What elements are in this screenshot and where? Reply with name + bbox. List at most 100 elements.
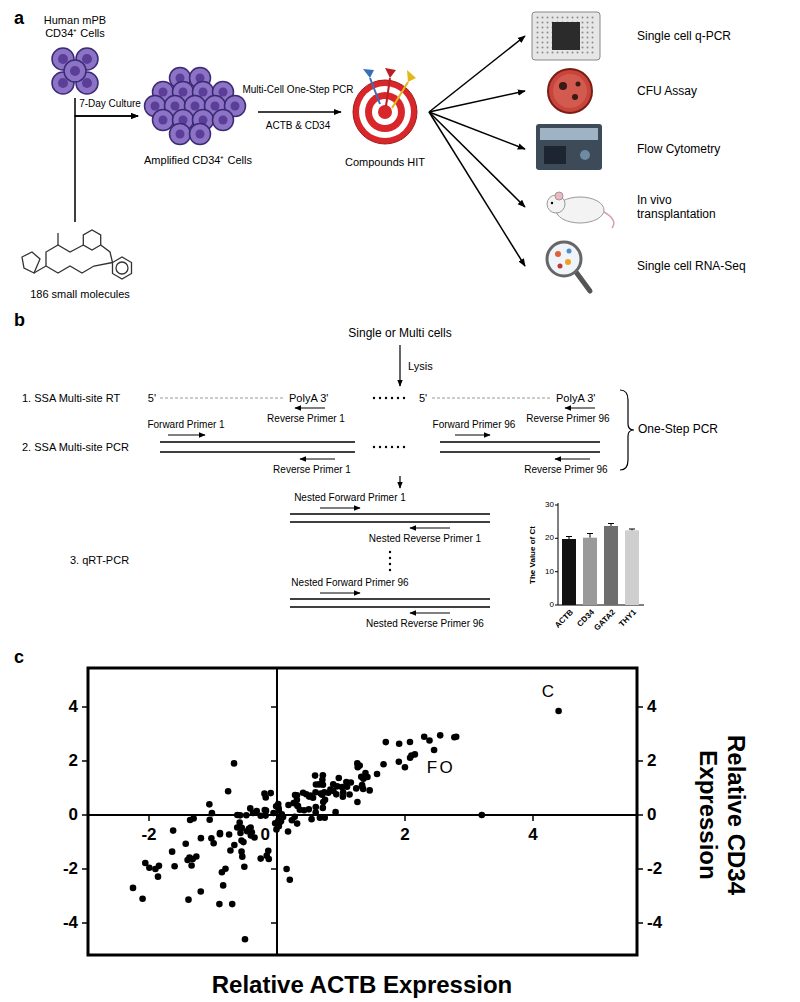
target-icon (363, 69, 374, 78)
category-label: GATA2 (592, 608, 617, 633)
ct-bar-chart (608, 523, 614, 524)
data-point (184, 857, 191, 864)
data-point (208, 835, 215, 842)
amplified-cells (176, 130, 185, 139)
data-point (222, 865, 229, 872)
mouse-icon (555, 192, 563, 200)
data-point (285, 828, 292, 835)
data-point (263, 852, 270, 859)
amplified-cells (159, 88, 168, 97)
flow-arrow (429, 112, 525, 207)
data-point (358, 773, 365, 780)
amplified-cells (211, 102, 220, 111)
primer-label: Reverse Primer 1 (267, 413, 345, 425)
scatter-frame (637, 760, 643, 762)
amplified-cells (219, 116, 228, 125)
protocol-scheme (373, 446, 405, 448)
protocol-scheme (389, 551, 391, 571)
data-point (346, 791, 353, 798)
scatter-frame (271, 868, 277, 870)
data-point (243, 812, 250, 819)
mouse-icon (547, 192, 614, 228)
tick-label: 0 (647, 805, 656, 825)
data-point (335, 775, 342, 782)
tick-label: 20 (545, 534, 554, 543)
data-point (209, 810, 216, 817)
data-point (262, 794, 269, 801)
protocol-scheme (320, 508, 360, 509)
target-icon (378, 105, 392, 119)
target-icon (407, 70, 416, 82)
amplified-cells (191, 102, 200, 111)
protocol-scheme (290, 606, 490, 608)
data-point (287, 877, 294, 884)
protocol-scheme (391, 446, 393, 448)
data-point (321, 789, 328, 796)
data-point (312, 809, 319, 816)
data-point (156, 863, 163, 870)
stem-cells (64, 60, 86, 82)
data-point (241, 863, 248, 870)
assay-item: In vivo transplantation (525, 182, 745, 232)
tick-label: -2 (63, 859, 78, 879)
amplified-cells (171, 102, 180, 111)
data-point (130, 885, 137, 892)
data-point (278, 818, 285, 825)
protocol-scheme (410, 528, 450, 529)
data-point (142, 860, 149, 867)
category-label: ACTB (553, 608, 575, 630)
amplified-cells (145, 68, 246, 145)
scatter-frame (637, 706, 643, 708)
primer-label: Nested Reverse Primer 96 (366, 618, 484, 630)
petri-dish-icon (559, 82, 567, 90)
flow-arrow (429, 91, 525, 112)
target-icon (370, 78, 380, 104)
protocol-scheme (379, 446, 381, 448)
tick-label: 0 (550, 600, 554, 609)
protocol-scheme (379, 397, 381, 399)
ct-bar-chart (583, 538, 597, 605)
data-point (238, 848, 245, 855)
axis-title: The Value of Ct (528, 526, 537, 584)
amplified-cells (151, 102, 160, 111)
molecule-structure (83, 230, 100, 250)
magnifier-icon (547, 242, 581, 276)
primer-label: Nested Forward Primer 96 (291, 577, 408, 589)
flow-cytometer-icon (536, 124, 602, 170)
magnifier-icon (558, 264, 563, 269)
data-point (188, 862, 195, 869)
step-note: Lysis (408, 360, 433, 373)
data-point (273, 803, 280, 810)
cell-group: Amplified CD34⁺ Cells (138, 62, 258, 170)
ct-bar-chart (566, 524, 635, 540)
data-point (242, 936, 249, 943)
ct-bar-chart (558, 503, 559, 605)
data-point (244, 828, 251, 835)
cell-group: Human mPB CD34⁺ Cells (25, 12, 125, 98)
protocol-scheme (290, 513, 490, 515)
data-point (396, 758, 403, 765)
tick-label: -4 (63, 913, 78, 933)
molecule-structure (116, 262, 128, 274)
data-point (354, 799, 361, 806)
strand-end: 5' (148, 392, 156, 405)
data-point (383, 739, 390, 746)
protocol-scheme (399, 345, 400, 386)
data-point (267, 790, 274, 797)
data-point (555, 708, 562, 715)
protocol-scheme (300, 459, 335, 460)
protocol-scheme (373, 397, 405, 399)
magnifier-icon (565, 259, 571, 265)
mouse-icon (604, 212, 614, 228)
target-icon (359, 86, 411, 138)
data-point (234, 812, 241, 819)
qpcr-chip-icon (536, 16, 596, 56)
primer-label: Nested Forward Primer 1 (294, 492, 406, 504)
data-point (198, 835, 205, 842)
flow-arrow (429, 112, 525, 149)
magnifier-icon (555, 251, 561, 257)
node-label: Single cell RNA-Seq (637, 259, 746, 273)
target-icon (385, 68, 396, 78)
scatter-frame (271, 706, 277, 708)
